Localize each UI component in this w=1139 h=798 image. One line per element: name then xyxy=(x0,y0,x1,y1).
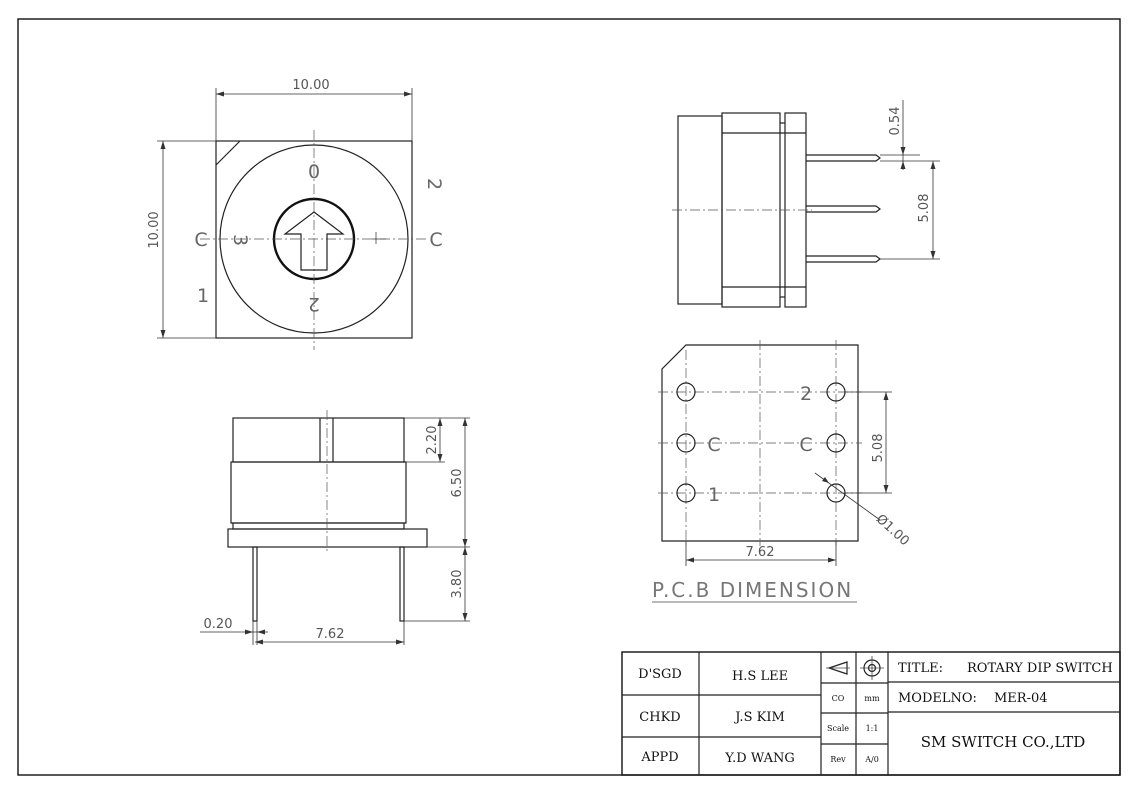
designed-by: H.S LEE xyxy=(732,669,788,684)
title-value: ROTARY DIP SWITCH xyxy=(967,661,1113,676)
approved-by: Y.D WANG xyxy=(724,751,794,766)
dim-top-height: 10.00 xyxy=(147,211,162,248)
dim-top-width: 10.00 xyxy=(292,78,329,93)
pcb-label-mid-right: C xyxy=(799,434,812,456)
company-name: SM SWITCH CO.,LTD xyxy=(921,733,1086,751)
projection-symbol-icon xyxy=(826,661,850,675)
dim-cap-height: 2.20 xyxy=(425,426,440,455)
dim-pin-length: 3.80 xyxy=(450,570,465,599)
checked-label: CHKD xyxy=(639,710,680,725)
dial-label-left-c: C xyxy=(194,229,207,251)
dim-pin-thickness: 0.20 xyxy=(204,617,233,632)
top-view: 0 2 3 C C 2 1 10.00 10.00 xyxy=(147,78,445,350)
dim-pin-span: 7.62 xyxy=(316,627,345,642)
dial-label-right-c: C xyxy=(429,229,442,251)
crosshair-symbol-icon xyxy=(860,656,884,680)
model-label: MODELNO: xyxy=(898,691,977,706)
rev-value: A/0 xyxy=(864,755,879,764)
tolerance-code: CO xyxy=(832,694,845,703)
designed-label: D'SGD xyxy=(638,667,682,682)
pcb-dim-span: 7.62 xyxy=(746,545,775,560)
checked-by: J.S KIM xyxy=(733,710,785,725)
drawing-border xyxy=(17,18,1121,776)
pcb-label-mid-left: C xyxy=(707,434,720,456)
rev-label: Rev xyxy=(830,755,846,764)
scale-value: 1:1 xyxy=(866,724,879,733)
pcb-caption: P.C.B DIMENSION xyxy=(652,578,853,602)
dial-label-top: 0 xyxy=(308,161,320,183)
dial-label-right-number: 2 xyxy=(423,178,445,190)
dial-label-left-number: 3 xyxy=(229,234,251,246)
front-view: 2.20 6.50 3.80 0.20 7.62 xyxy=(200,410,470,645)
model-value: MER-04 xyxy=(994,691,1048,706)
scale-label: Scale xyxy=(827,724,849,733)
side-view: 0.54 5.08 xyxy=(672,100,940,308)
dim-body-height: 6.50 xyxy=(450,469,465,498)
pcb-dim-pitch: 5.08 xyxy=(871,434,886,463)
pcb-dim-hole: Ø1.00 xyxy=(873,512,912,549)
title-label: TITLE: xyxy=(898,661,943,676)
title-block: D'SGD H.S LEE CHKD J.S KIM APPD Y.D WANG… xyxy=(621,651,1121,776)
dial-label-lower-left: 1 xyxy=(197,285,209,307)
dim-pin-pitch: 5.08 xyxy=(917,194,932,223)
approved-label: APPD xyxy=(640,750,678,765)
pcb-view: 2 C C 1 5.08 7.62 Ø1.00 P.C.B DIMENSION xyxy=(652,340,912,603)
unit: mm xyxy=(864,694,880,703)
pcb-label-top-right: 2 xyxy=(800,383,812,405)
pcb-label-bottom-left: 1 xyxy=(708,484,720,506)
dim-pin-width: 0.54 xyxy=(888,107,903,136)
dial-label-bottom: 2 xyxy=(308,293,320,315)
